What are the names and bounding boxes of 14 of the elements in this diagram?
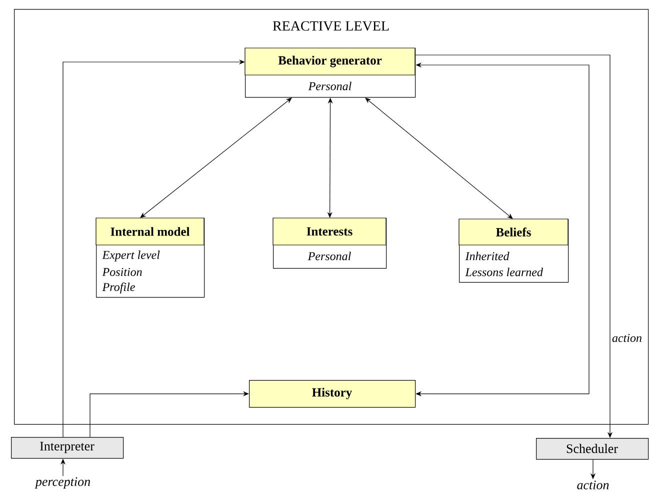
module-box: Scheduler xyxy=(536,438,649,460)
module-box: Beliefs Inherited Lessons learned xyxy=(458,218,569,283)
signal-label: action xyxy=(577,480,609,490)
module-box: History xyxy=(249,380,416,408)
module-box: Interpreter xyxy=(11,437,124,459)
module-box: Behavior generator Personal xyxy=(244,48,416,98)
arrow xyxy=(90,391,249,438)
module-box: Internal model Expert level Position Profile xyxy=(96,218,205,298)
signal-label: perception xyxy=(34,477,90,489)
arrow xyxy=(62,59,245,438)
arrow xyxy=(365,98,513,219)
module-box: Interests Personal xyxy=(272,218,387,269)
edge-label: action xyxy=(611,332,643,344)
arrow xyxy=(140,98,292,218)
